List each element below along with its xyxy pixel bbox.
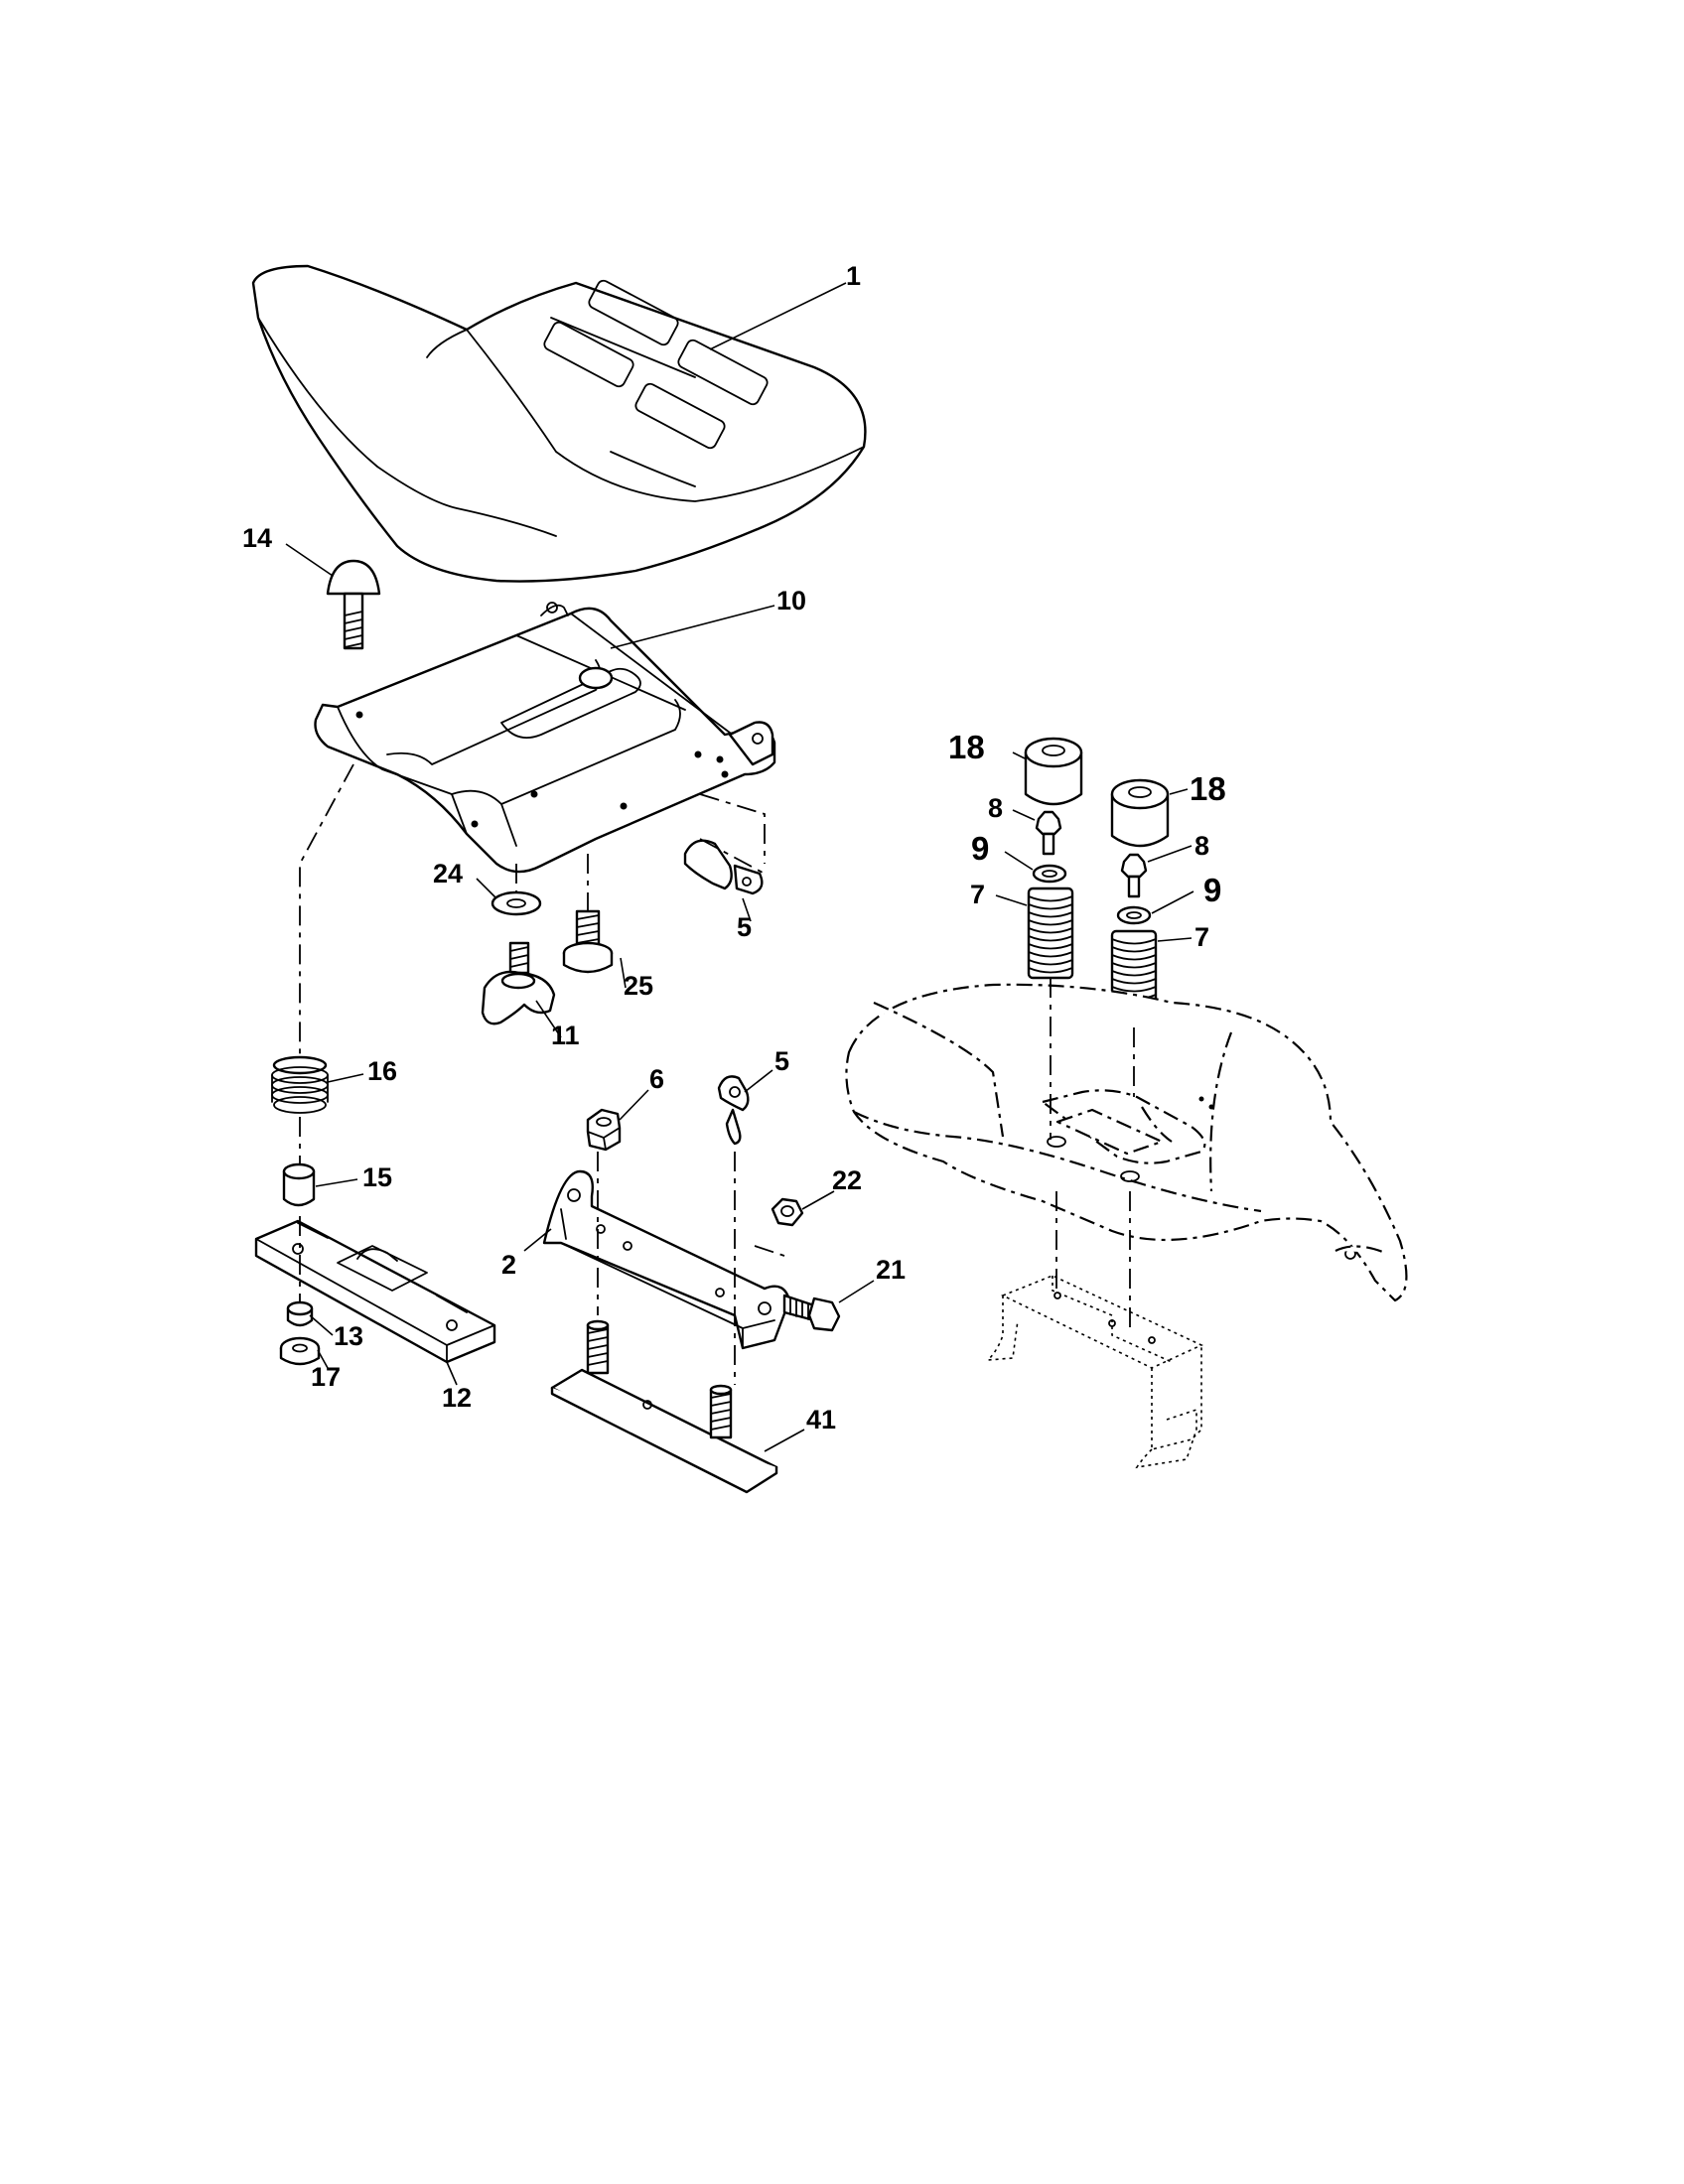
- callout-16: 16: [367, 1056, 397, 1086]
- lock-nut: [771, 1197, 804, 1227]
- flat-washer: [279, 1336, 321, 1366]
- callout-1: 1: [846, 261, 861, 291]
- callout-8-right: 8: [1194, 831, 1209, 861]
- spring-washer: [1032, 864, 1067, 884]
- callout-2: 2: [501, 1250, 516, 1280]
- star-screw: [1120, 853, 1148, 898]
- callout-9-left: 9: [971, 830, 989, 867]
- callout-10: 10: [776, 586, 806, 615]
- callout-18-right: 18: [1190, 770, 1226, 807]
- fender: [845, 983, 1408, 1302]
- adjustment-knob: [481, 941, 556, 1025]
- callout-7-left: 7: [970, 880, 985, 909]
- clip: [683, 839, 764, 895]
- nut: [286, 1300, 314, 1327]
- spring-washer: [1116, 905, 1152, 925]
- shoulder-bolt: [562, 909, 614, 974]
- callout-8-left: 8: [988, 793, 1003, 823]
- lower-bracket: [254, 1219, 496, 1364]
- callout-14: 14: [242, 523, 272, 553]
- rubber-bumper: [1110, 778, 1170, 848]
- hinge-bracket: [542, 1169, 791, 1350]
- callout-5-middle: 5: [774, 1046, 789, 1076]
- callout-9-right: 9: [1203, 872, 1221, 908]
- callout-15: 15: [362, 1162, 392, 1192]
- spacer: [282, 1162, 316, 1207]
- seat-pan: [314, 602, 776, 874]
- callout-21: 21: [876, 1255, 906, 1285]
- callout-13: 13: [334, 1321, 363, 1351]
- coil-spring: [1027, 887, 1074, 980]
- seat-pad-panel: [543, 321, 634, 388]
- star-screw: [1035, 810, 1062, 856]
- frame-support: [985, 1275, 1203, 1469]
- clip-small: [717, 1075, 750, 1146]
- rubber-bumper: [1024, 737, 1083, 806]
- hex-nut: [586, 1108, 622, 1152]
- leader-lines: [285, 282, 1194, 1452]
- assembly-lines: [299, 763, 1135, 1385]
- callout-25: 25: [624, 971, 653, 1001]
- callout-17: 17: [311, 1362, 341, 1392]
- callout-5: 5: [737, 912, 752, 942]
- callout-6: 6: [649, 1064, 664, 1094]
- callout-18-left: 18: [948, 729, 985, 765]
- callout-7-right: 7: [1194, 922, 1209, 952]
- seat: [251, 264, 867, 583]
- seat-pad-panel: [588, 279, 679, 346]
- seat-pad-panel: [677, 339, 769, 406]
- stud-plate: [550, 1319, 778, 1494]
- callout-41: 41: [806, 1405, 836, 1434]
- callout-labels: 1 14 10 24 5 25 11 16 15 13 17 12 6 5 22…: [242, 261, 1226, 1434]
- carriage-bolt: [326, 559, 381, 650]
- callout-22: 22: [832, 1165, 862, 1195]
- seat-pad-panel: [634, 382, 726, 450]
- callout-12: 12: [442, 1383, 472, 1413]
- spring: [271, 1055, 329, 1114]
- washer: [491, 890, 542, 916]
- hex-bolt: [782, 1294, 841, 1332]
- callout-24: 24: [433, 859, 463, 888]
- callout-11: 11: [551, 1021, 580, 1050]
